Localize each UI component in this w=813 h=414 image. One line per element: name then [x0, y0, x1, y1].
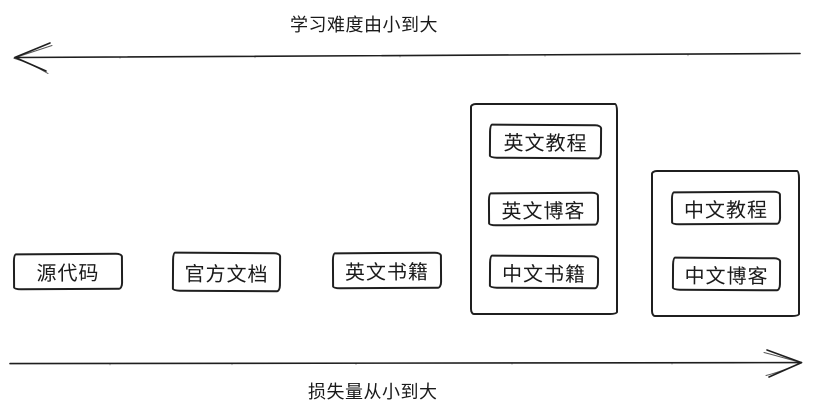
box-source-code-label: 源代码 — [36, 262, 100, 286]
group-chinese-resources: 中文教程 中文博客 — [651, 170, 800, 317]
right-arrow — [9, 349, 803, 378]
box-chinese-tutorials: 中文教程 — [670, 190, 782, 226]
box-official-docs-label: 官方文档 — [184, 263, 269, 286]
box-chinese-blogs: 中文博客 — [671, 256, 782, 292]
box-chinese-blogs-label: 中文博客 — [684, 265, 769, 288]
box-english-tutorials-label: 英文教程 — [503, 132, 588, 156]
box-official-docs: 官方文档 — [171, 251, 282, 293]
box-chinese-tutorials-label: 中文教程 — [683, 199, 769, 222]
box-english-blogs: 英文博客 — [487, 191, 600, 227]
box-chinese-books: 中文书籍 — [488, 254, 600, 290]
box-english-blogs-label: 英文博客 — [501, 200, 586, 223]
group-english-resources: 英文教程 英文博客 中文书籍 — [470, 103, 618, 315]
box-chinese-books-label: 中文书籍 — [501, 263, 587, 286]
box-english-books-label: 英文书籍 — [344, 261, 430, 285]
box-english-tutorials: 英文教程 — [488, 123, 603, 160]
bottom-arrow-label: 损失量从小到大 — [308, 382, 438, 402]
top-arrow-label: 学习难度由小到大 — [290, 15, 438, 35]
box-english-books: 英文书籍 — [331, 251, 443, 290]
left-arrow — [13, 42, 801, 74]
box-source-code: 源代码 — [12, 252, 124, 291]
